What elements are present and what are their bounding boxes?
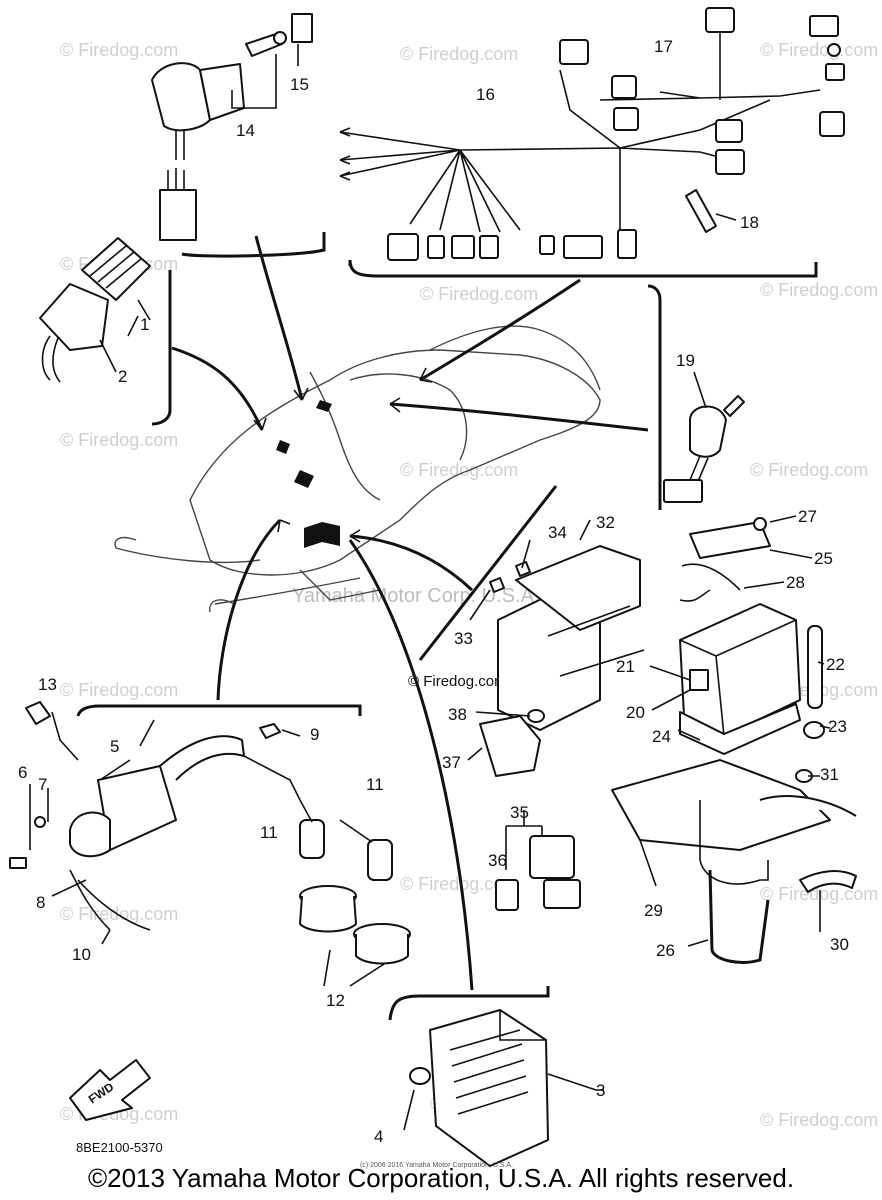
part-relay-fuse [495,810,581,911]
callout-11b: 11 [366,775,384,794]
callout-34: 34 [548,523,567,542]
callout-leaders [29,315,831,1091]
callout-15: 15 [290,75,309,94]
callout-9: 9 [310,725,319,744]
copyright: ©2013 Yamaha Motor Corporation, U.S.A. A… [87,1163,795,1193]
part-toggle-switch [663,371,745,503]
callout-26: 26 [656,941,675,960]
watermark: © Firedog.com [750,460,868,480]
callout-28: 28 [786,573,805,592]
callout-22: 22 [826,655,845,674]
part-regulator [403,1009,597,1167]
watermark: © Firedog.com [400,44,518,64]
callout-13: 13 [38,675,57,694]
part-code: 8BE2100-5370 [76,1140,163,1155]
callout-14: 14 [236,121,255,140]
callout-11a: 11 [260,823,278,842]
callout-21: 21 [616,657,635,676]
watermark-mid: © Firedog.com [408,673,507,690]
callout-36: 36 [488,851,507,870]
callout-7: 7 [38,775,47,794]
watermark: © Firedog.com [60,40,178,60]
callout-27: 27 [798,507,817,526]
callouts: 1 2 3 4 5 6 7 8 9 10 11 11 12 13 14 15 1… [18,37,849,1146]
part-ignition-coil [9,701,411,987]
callout-24: 24 [652,727,671,746]
callout-5: 5 [110,737,119,756]
watermark: © Firedog.com [760,280,878,300]
callout-31: 31 [820,765,839,784]
callout-30: 30 [830,935,849,954]
part-18 [685,189,737,233]
callout-19: 19 [676,351,695,370]
callout-32: 32 [596,513,615,532]
watermark: © Firedog.com [400,460,518,480]
group-brackets [76,232,818,1021]
callout-29: 29 [644,901,663,920]
callout-25: 25 [814,549,833,568]
callout-23: 23 [828,717,847,736]
callout-3: 3 [596,1081,605,1100]
part-grip-switch [39,237,151,383]
callout-4: 4 [374,1127,383,1146]
watermark: © Firedog.com [420,284,538,304]
watermark: © Firedog.com [60,430,178,450]
watermark: © Firedog.com [400,874,518,894]
watermark: © Firedog.com [60,904,178,924]
part-key-switch [151,13,313,241]
callout-8: 8 [36,893,45,912]
callout-10: 10 [72,945,91,964]
callout-16: 16 [476,85,495,104]
watermark: © Firedog.com [760,40,878,60]
group-leaders [171,235,649,991]
callout-17: 17 [654,37,673,56]
watermark: © Firedog.com [60,680,178,700]
callout-2: 2 [118,367,127,386]
callout-38: 38 [448,705,467,724]
callout-37: 37 [442,753,461,772]
callout-1: 1 [140,315,149,334]
part-battery-box [479,517,857,964]
callout-35: 35 [510,803,529,822]
callout-33: 33 [454,629,473,648]
callout-20: 20 [626,703,645,722]
callout-18: 18 [740,213,759,232]
watermark: © Firedog.com [760,1110,878,1130]
callout-12: 12 [326,991,345,1010]
part-wire-harness [339,7,845,261]
watermark-center: Yamaha Motor Corp. U.S.A. [292,585,540,607]
callout-6: 6 [18,763,27,782]
fine-print: (c) 2006 2016 Yamaha Motor Corporation, … [360,1162,514,1169]
watermark: © Firedog.com [760,884,878,904]
fwd-arrow-icon: FWD [69,1059,151,1121]
snowmobile-outline [114,325,601,613]
